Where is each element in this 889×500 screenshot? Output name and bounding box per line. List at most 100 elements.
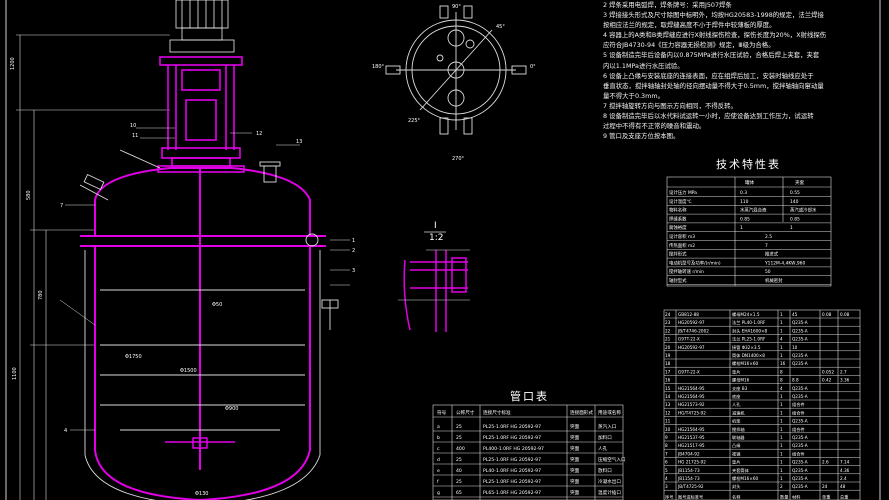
tech-cell: 设计温度℃: [669, 198, 692, 205]
bom-cell: HG21573-92: [678, 402, 705, 407]
bom-cell: 48: [840, 484, 846, 489]
bom-cell: Q235-A: [792, 476, 808, 481]
bom-cell: 20: [665, 345, 671, 350]
bom-cell: 8: [780, 369, 783, 374]
bom-cell: 7: [665, 451, 668, 456]
nozzle-cell: 冷凝水出口: [598, 478, 621, 485]
bom-cell: 45: [792, 312, 798, 317]
bom-cell: 1: [780, 410, 783, 415]
bom-cell: Q235-A: [792, 361, 808, 366]
bom-cell: 1: [780, 427, 783, 432]
note-line: 5 设备制造完毕后设备内以0.875MPa进行水压试验，合格后焊上夹套，夹套: [603, 51, 820, 60]
nozzle-cell: PL25-1.0RF HG 20592-97: [483, 424, 541, 430]
bom-cell: 0.42: [822, 378, 832, 383]
bom-cell: 减速机: [732, 409, 745, 416]
nozzle-cell: 突面: [570, 489, 580, 496]
bom-cell: 接管 Φ32×3.5: [732, 344, 761, 351]
detail-label: I: [434, 221, 437, 231]
note-line: 4 容器上的A类和B类焊缝应进行X射线探伤检查，探伤长度为20%，X射线探伤: [603, 31, 827, 40]
bom-cell: G97T-22-X: [678, 337, 700, 342]
bom-cell: 18: [665, 361, 671, 366]
leader-lines: [59, 127, 350, 431]
bom-cell: 24: [822, 484, 828, 489]
bom-cell: HG21564-95: [678, 394, 705, 399]
nozzle-cell: 25: [456, 424, 462, 430]
bom-cell: 0.052: [822, 369, 834, 374]
bom-table-grid: [663, 309, 861, 500]
bom-cell: 19: [665, 353, 671, 358]
angle-270: 270°: [452, 156, 465, 162]
bom-cell: G97T-22-X: [678, 369, 700, 374]
bom-cell: Q235-A: [792, 394, 808, 399]
bom-cell: 1: [780, 443, 783, 448]
bom-cell: 筒体 DN1400×8: [732, 352, 765, 359]
note-line: 过程中不得有不正常的噪音和震动。: [603, 122, 706, 131]
tech-cell: 1: [740, 225, 743, 231]
dim-580: 580: [26, 190, 32, 200]
bom-cell: 螺栓M16×60: [732, 475, 758, 482]
nozzle-cell: 蒸汽入口: [598, 423, 617, 430]
bom-cell: 法兰 PL25-1.0RF: [732, 336, 766, 343]
nozzle-cell: 人孔: [598, 445, 608, 452]
bom-cell: 1: [780, 435, 783, 440]
bom-cell: 螺栓M16×60: [732, 360, 758, 367]
item-12: 12: [256, 131, 262, 137]
nozzle-cell: PL25-1.0RF HG 20592-97: [483, 435, 541, 441]
bom-cell: 24: [665, 312, 671, 317]
angle-90: 90°: [452, 4, 461, 10]
bom-cell: HG21564-95: [678, 386, 705, 391]
bom-cell: 封头 EHA1600×8: [732, 327, 768, 334]
bom-cell: 封头: [732, 483, 740, 490]
nozzle-cell: 突面: [570, 423, 580, 430]
nozzle-cell: a: [437, 425, 440, 430]
bom-cell: 凸缘: [732, 442, 741, 449]
bom-cell: Q235-A: [792, 460, 808, 465]
nozzle-header: 用途或名称: [598, 409, 621, 416]
bom-cell: JB1154-73: [677, 468, 700, 473]
bom-cell: 8: [665, 443, 668, 448]
item-10: 10: [130, 123, 136, 129]
tech-cell: 0.3: [740, 190, 747, 196]
bom-cell: 11: [665, 419, 671, 424]
bom-cell: JB/T4746-2002: [677, 328, 709, 333]
bom-header: 材料: [792, 493, 801, 500]
nozzle-cell: PL40-1.0RF HG 20592-97: [483, 468, 541, 474]
bom-cell: 机架: [732, 418, 740, 425]
detail-guides: [398, 249, 470, 301]
bom-cell: HG20592-97: [678, 345, 705, 350]
bom-cell: 21: [665, 337, 671, 342]
nozzle-cell: 65: [456, 490, 462, 496]
bom-cell: 1: [780, 476, 783, 481]
nozzle-cell: 25: [456, 435, 462, 441]
nozzle-cell: f: [437, 479, 439, 485]
tech-cell: 焊缝系数: [669, 215, 687, 222]
nozzle-cell: b: [437, 435, 440, 441]
bom-cell: 0.08: [822, 312, 832, 317]
bom-cell: 2.6: [822, 460, 829, 465]
bom-cell: 1: [780, 353, 783, 358]
bom-cell: 组合件: [792, 409, 805, 416]
bom-cell: 螺母M24×1.5: [732, 311, 760, 318]
tech-cell: 搅拌轴转速 r/min: [669, 268, 704, 275]
tech-cell: 腐蚀裕度: [669, 224, 687, 231]
tech-cell: 搅拌形式: [669, 251, 687, 258]
tech-cell: 轴封型式: [669, 277, 687, 284]
bom-cell: JB4704-92: [677, 451, 700, 456]
nozzle-cell: 突面: [570, 434, 580, 441]
nozzle-cell: 突面: [570, 467, 580, 474]
bom-cell: 10: [665, 427, 671, 432]
bom-cell: 4: [780, 386, 783, 391]
bom-cell: 人孔: [732, 401, 741, 408]
bom-cell: GB812-88: [678, 312, 699, 317]
bom-cell: 底座: [732, 393, 740, 400]
bom-cell: 垫片: [732, 459, 740, 466]
tech-cell: 蒸汽或冷却水: [790, 207, 817, 214]
bom-cell: Q235-A: [792, 435, 808, 440]
bom-cell: 7.14: [840, 460, 850, 465]
tech-cell: 110: [740, 199, 749, 205]
angle-0: 0°: [530, 64, 536, 70]
dim-phi50: Φ50: [212, 302, 222, 308]
